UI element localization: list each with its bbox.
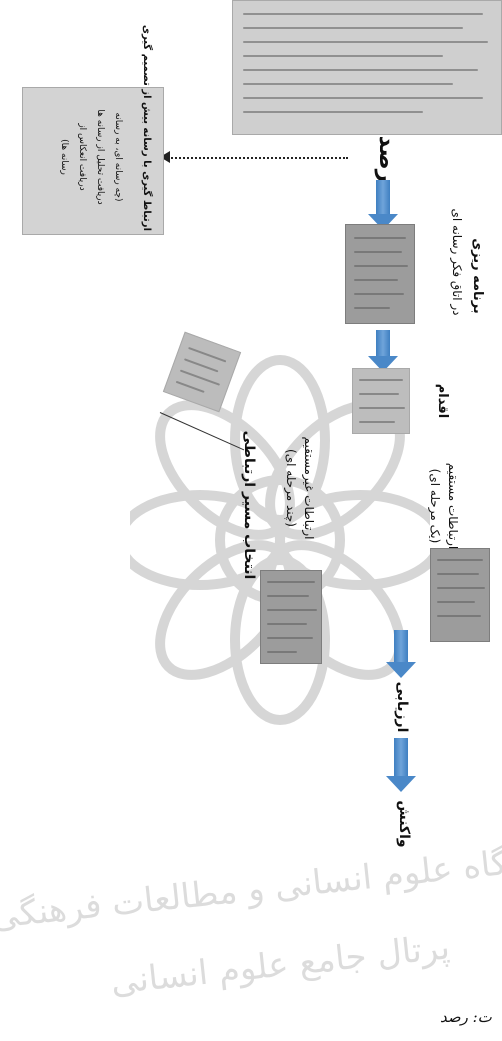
flow-arrow-2: [368, 330, 398, 372]
observe-details-box: [232, 0, 502, 135]
feedback-label: واکنش: [396, 800, 412, 848]
indirect-box: [260, 570, 322, 664]
media-relation-text-4: رسانه ها): [59, 139, 69, 175]
media-relation-box: ارتباط گیری با رسانه بیش از تصمیم گیری (…: [22, 25, 164, 235]
link-arrowhead: [160, 151, 170, 163]
action-box: [352, 368, 410, 434]
design-sub-label: در اتاق فکر رسانه ای: [450, 208, 464, 316]
flow-arrow-3: [386, 630, 416, 678]
flow-arrow-4: [386, 738, 416, 792]
choose-path-label: انتخاب مسیر ارتباطی: [241, 430, 257, 580]
figure-caption: ت: رصد: [440, 1008, 492, 1026]
media-relation-title: ارتباط گیری با رسانه بیش از تصمیم گیری: [141, 24, 152, 231]
media-relation-text-3: دریافت انعکاس از: [77, 123, 87, 191]
observe-to-media-link: [168, 157, 348, 159]
design-label: برنامه ریزی: [470, 238, 485, 314]
media-relation-text-1: (چه رسانه ای، به رسانه: [113, 112, 123, 202]
action-label: اقدام: [435, 383, 450, 419]
indirect-label: ارتباطات غیرمستقیم: [302, 436, 316, 540]
evaluation-label: ارزیابی: [394, 681, 410, 733]
watermark-line-1: پژوهشگاه علوم انسانی و مطالعات فرهنگی: [0, 833, 502, 937]
media-relation-text-2: دریافت تحلیل از رسانه ها: [95, 109, 105, 205]
design-box: [345, 224, 415, 324]
indirect-sub-label: (چند مرحله ای): [284, 449, 298, 527]
direct-box: [430, 548, 490, 642]
flow-arrow-1: [368, 180, 398, 230]
watermark-line-2: پرتال جامع علوم انسانی: [108, 927, 452, 1003]
